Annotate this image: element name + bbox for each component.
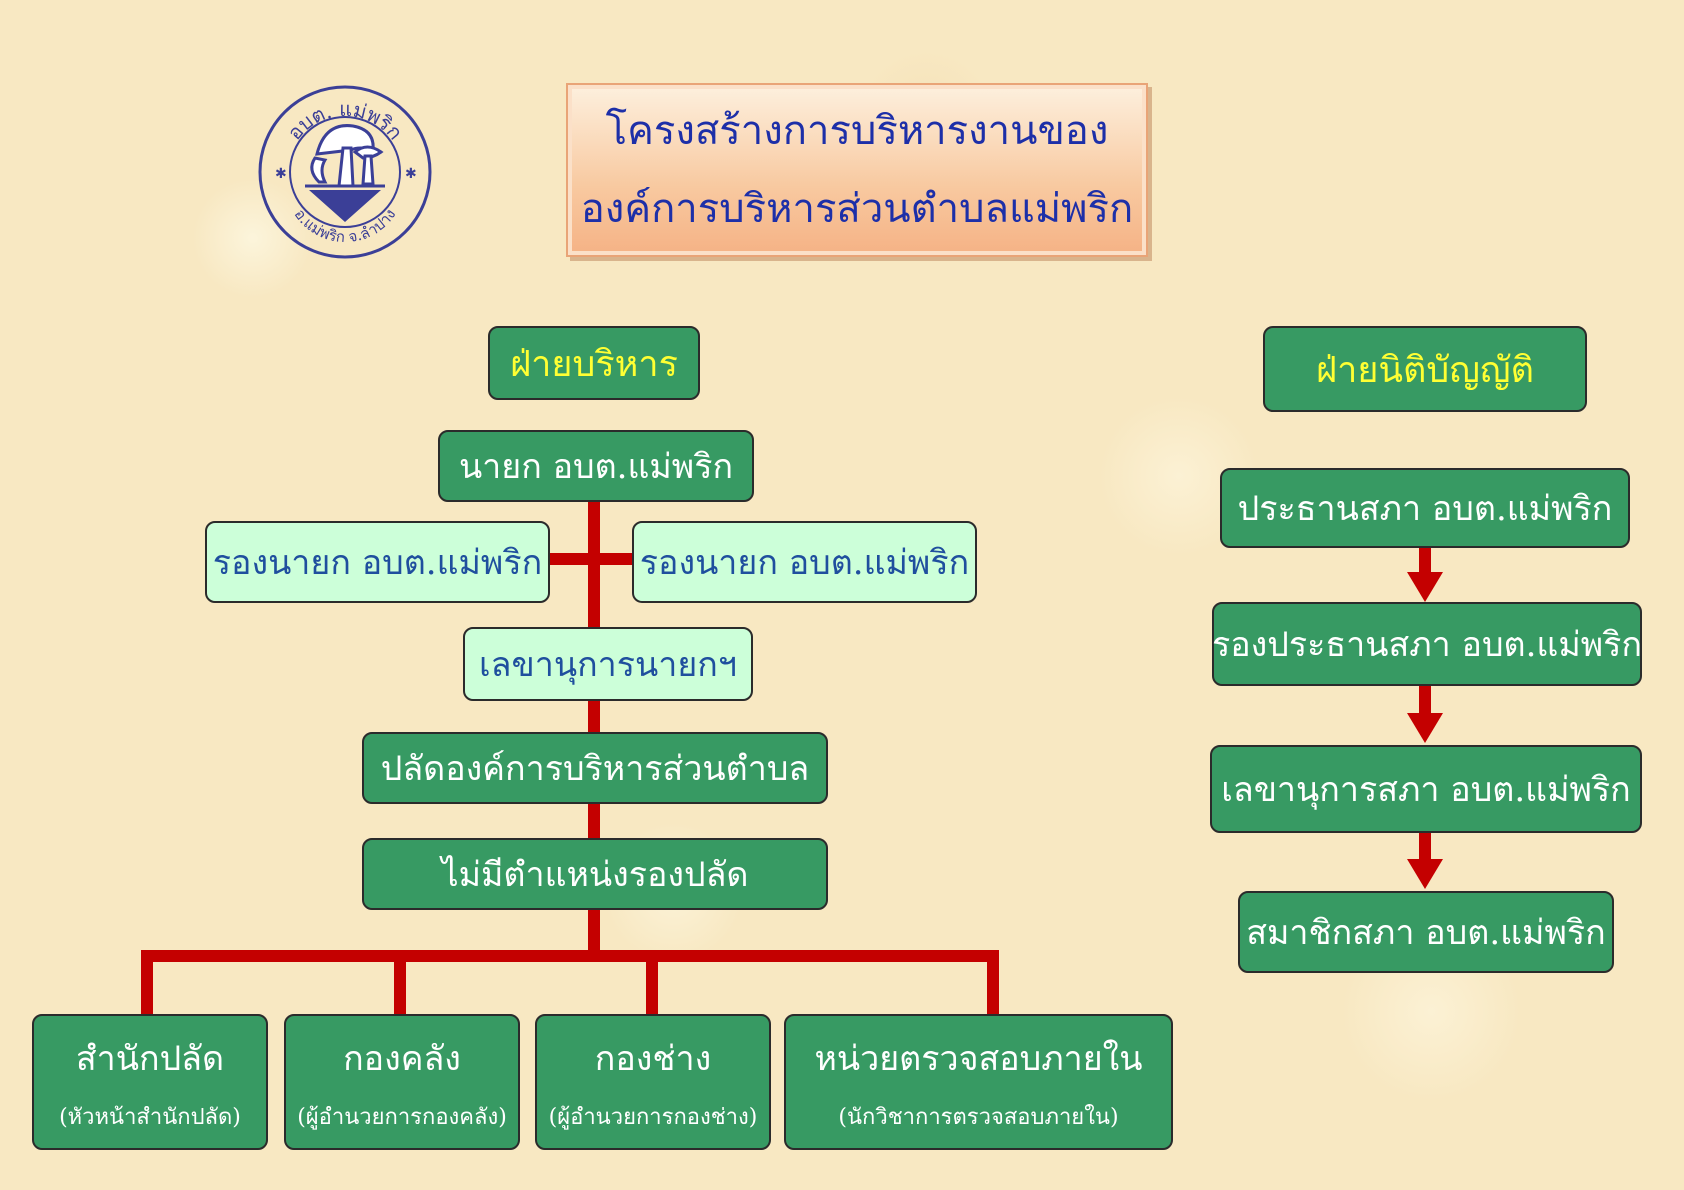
connector-dept-1 [141,950,153,1016]
department-name: กองคลัง [343,1038,461,1079]
arrow-down-icon [1407,831,1443,889]
mayor-secretary-box: เลขานุการนายกฯ [463,627,753,701]
council-vice-president-box: รองประธานสภา อบต.แม่พริก [1212,602,1642,686]
department-box: หน่วยตรวจสอบภายใน (นักวิชาการตรวจสอบภายใ… [784,1014,1173,1150]
connector-departments-horizontal [141,950,999,962]
deputy-mayor-left-box: รองนายก อบต.แม่พริก [205,521,550,603]
department-box: กองช่าง (ผู้อำนวยการกองช่าง) [535,1014,771,1150]
department-head: (นักวิชาการตรวจสอบภายใน) [838,1104,1119,1130]
legislative-heading: ฝ่ายนิติบัญญัติ [1263,326,1587,412]
department-name: สำนักปลัด [75,1038,225,1079]
logo-seal: ✱ ✱ อบต. แม่พริก อ.แม่พริก จ.ลำปาง [255,82,435,262]
arrow-down-icon [1407,685,1443,743]
title-box: โครงสร้างการบริหารงานของ องค์การบริหารส่… [566,83,1148,257]
connector-dept-3 [646,950,658,1016]
arrow-down-icon [1407,544,1443,602]
connector-deputies [548,553,640,565]
department-head: (ผู้อำนวยการกองคลัง) [297,1104,507,1130]
department-box: กองคลัง (ผู้อำนวยการกองคลัง) [284,1014,520,1150]
council-secretary-box: เลขานุการสภา อบต.แม่พริก [1210,745,1642,833]
department-box: สำนักปลัด (หัวหน้าสำนักปลัด) [32,1014,268,1150]
svg-text:✱: ✱ [275,166,287,182]
department-name: กองช่าง [594,1038,712,1079]
department-head: (ผู้อำนวยการกองช่าง) [548,1104,758,1130]
chief-administrator-box: ปลัดองค์การบริหารส่วนตำบล [362,732,828,804]
title-line-1: โครงสร้างการบริหารงานของ [605,108,1109,154]
svg-text:✱: ✱ [405,166,417,182]
mayor-box: นายก อบต.แม่พริก [438,430,754,502]
mushroom-seal-icon: ✱ ✱ อบต. แม่พริก อ.แม่พริก จ.ลำปาง [258,85,432,259]
executive-heading: ฝ่ายบริหาร [488,326,700,400]
department-head: (หัวหน้าสำนักปลัด) [59,1104,241,1130]
connector-dept-2 [394,950,406,1016]
council-member-box: สมาชิกสภา อบต.แม่พริก [1238,891,1614,973]
title-line-2: องค์การบริหารส่วนตำบลแม่พริก [580,186,1134,232]
deputy-mayor-right-box: รองนายก อบต.แม่พริก [632,521,977,603]
department-name: หน่วยตรวจสอบภายใน [814,1038,1143,1079]
council-president-box: ประธานสภา อบต.แม่พริก [1220,468,1630,548]
connector-dept-4 [987,950,999,1016]
deputy-chief-administrator-box: ไม่มีตำแหน่งรองปลัด [362,838,828,910]
